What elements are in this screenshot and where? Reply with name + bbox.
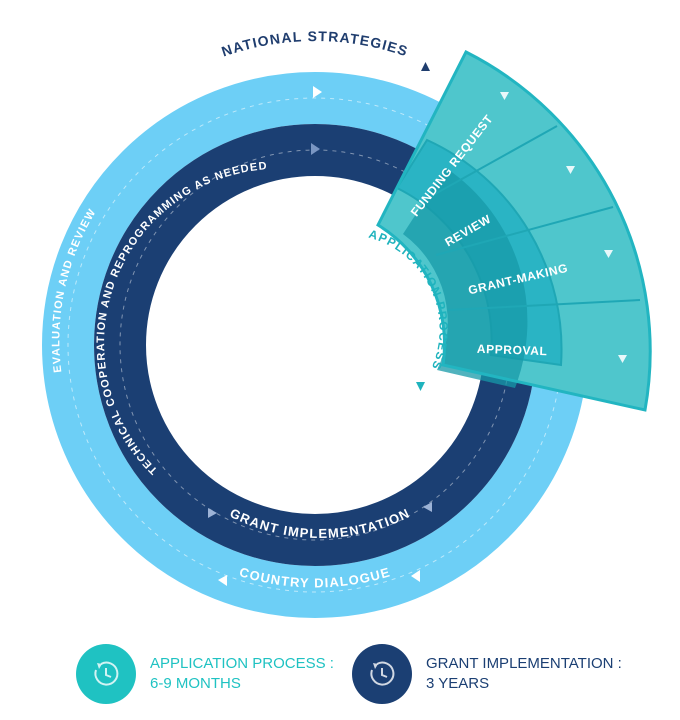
legend-grant-duration: 3 YEARS (426, 675, 490, 692)
national-strategies-label: NATIONAL STRATEGIES (219, 28, 410, 59)
outer-top-arrow-icon (313, 86, 322, 98)
step-approval: APPROVAL (477, 342, 548, 358)
inner-top-arrow-icon (311, 143, 320, 155)
clock-icon (76, 644, 136, 704)
inner-bottom-right-arrow-icon (423, 502, 432, 512)
panel-arrow-icon (618, 355, 627, 363)
legend-application-label: APPLICATION PROCESS : (150, 655, 334, 672)
panel-arrow-icon (500, 92, 509, 100)
inner-bottom-left-arrow-icon (208, 508, 217, 518)
clock-icon (352, 644, 412, 704)
legend-application-duration: 6-9 MONTHS (150, 675, 241, 692)
legend-grant-label: GRANT IMPLEMENTATION : (426, 655, 622, 672)
panel-arrow-icon (566, 166, 575, 174)
outer-bottom-right-arrow-icon (411, 570, 420, 582)
national-strategies-arrow-icon (421, 62, 430, 71)
outer-bottom-left-arrow-icon (218, 575, 227, 586)
panel-arrow-icon (604, 250, 613, 258)
application-process-arrow-icon (416, 382, 425, 391)
process-cycle-diagram: FUNDING REQUEST REVIEW GRANT-MAKING APPR… (42, 28, 652, 618)
legend-grant-implementation: GRANT IMPLEMENTATION : 3 YEARS (352, 644, 622, 704)
application-process-panel (376, 49, 652, 412)
legend-application-process: APPLICATION PROCESS : 6-9 MONTHS (76, 644, 334, 704)
